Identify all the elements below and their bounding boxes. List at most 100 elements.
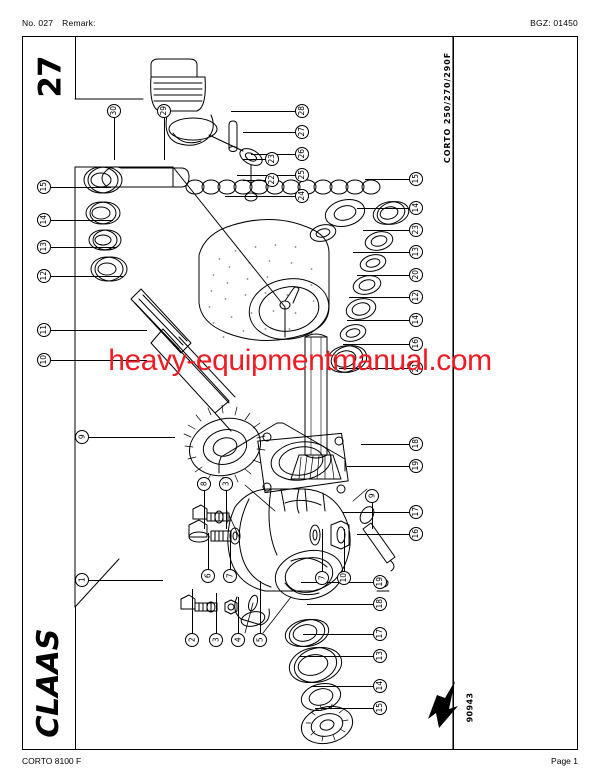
callout-leader-line bbox=[51, 220, 113, 221]
sheet-rule-bottom bbox=[75, 607, 76, 749]
callout-bubble: 11 bbox=[37, 323, 51, 337]
callout-leader-line bbox=[347, 466, 409, 467]
callout-bubble: 30 bbox=[107, 104, 121, 118]
callout-bubble: 15 bbox=[409, 172, 423, 186]
callout-leader-line bbox=[315, 708, 373, 709]
callout-bubble: 16 bbox=[409, 527, 423, 541]
callout-leader-line bbox=[357, 208, 409, 209]
callout-leader-line bbox=[322, 529, 323, 571]
direction-arrow-icon bbox=[428, 681, 458, 728]
callout-number: 17 bbox=[411, 507, 421, 517]
callout-number: 9 bbox=[367, 493, 377, 499]
callout-bubble: 10 bbox=[37, 353, 51, 367]
callout-number: 1 bbox=[77, 577, 87, 583]
callout-bubble: 2 bbox=[185, 633, 199, 647]
callout-leader-line bbox=[230, 533, 231, 569]
callout-leader-line bbox=[243, 132, 295, 133]
callout-bubble: 5 bbox=[253, 633, 267, 647]
callout-number: 10 bbox=[339, 573, 349, 583]
callout-leader-line bbox=[238, 597, 239, 633]
callout-leader-line bbox=[51, 330, 147, 331]
callout-number: 23 bbox=[267, 154, 277, 164]
page-footer: CORTO 8100 F Page 1 bbox=[0, 756, 600, 772]
callout-leader-line bbox=[208, 533, 209, 569]
callout-leader-line bbox=[357, 275, 409, 276]
callout-bubble: 14 bbox=[409, 201, 423, 215]
drawing-no-label: No. 027 bbox=[22, 18, 54, 28]
callout-leader-line bbox=[372, 503, 373, 529]
callout-number: 6 bbox=[203, 573, 213, 579]
callout-number: 25 bbox=[297, 170, 307, 180]
callout-leader-line bbox=[339, 368, 409, 369]
callout-leader-line bbox=[357, 534, 409, 535]
callout-number: 5 bbox=[255, 637, 265, 643]
callout-leader-line bbox=[307, 604, 373, 605]
callout-number: 13 bbox=[39, 242, 49, 252]
callout-number: 19 bbox=[375, 577, 385, 587]
callout-bubble: 7 bbox=[223, 569, 237, 583]
callout-number: 30 bbox=[109, 106, 119, 116]
callout-leader-line bbox=[89, 580, 163, 581]
footer-machine-label: CORTO 8100 F bbox=[22, 756, 82, 766]
callout-number: 24 bbox=[297, 191, 307, 201]
callout-leader-line bbox=[343, 512, 409, 513]
callout-bubble: 20 bbox=[409, 268, 423, 282]
callout-leader-line bbox=[243, 159, 265, 160]
callout-number: 15 bbox=[411, 174, 421, 184]
callout-bubble: 18 bbox=[409, 437, 423, 451]
callout-bubble: 13 bbox=[37, 240, 51, 254]
remark-label: Remark: bbox=[62, 18, 96, 28]
callout-leader-line bbox=[89, 437, 175, 438]
callout-number: 12 bbox=[39, 271, 49, 281]
callout-bubble: 3 bbox=[209, 633, 223, 647]
callout-leader-line bbox=[303, 634, 373, 635]
callout-number: 11 bbox=[39, 325, 49, 335]
callout-leader-line bbox=[216, 593, 217, 633]
callout-bubble: 15 bbox=[37, 180, 51, 194]
callout-bubble: 17 bbox=[409, 505, 423, 519]
callout-bubble: 13 bbox=[409, 245, 423, 259]
callout-leader-line bbox=[226, 491, 227, 529]
callout-number: 7 bbox=[317, 575, 327, 581]
callout-bubble: 24 bbox=[295, 189, 309, 203]
callout-leader-line bbox=[51, 360, 147, 361]
callout-number: 21 bbox=[411, 363, 421, 373]
callout-number: 10 bbox=[39, 355, 49, 365]
callout-leader-line bbox=[361, 444, 409, 445]
callout-number: 7 bbox=[225, 573, 235, 579]
callout-leader-line bbox=[353, 252, 409, 253]
callout-leader-line bbox=[299, 656, 373, 657]
callout-bubble: 23 bbox=[265, 152, 279, 166]
callout-bubble: 28 bbox=[295, 104, 309, 118]
callout-number: 28 bbox=[297, 106, 307, 116]
callout-number: 14 bbox=[39, 215, 49, 225]
callout-number: 14 bbox=[411, 203, 421, 213]
callout-number: 15 bbox=[39, 182, 49, 192]
callout-bubble: 14 bbox=[37, 213, 51, 227]
callout-leader-line bbox=[51, 276, 123, 277]
callout-number: 9 bbox=[77, 434, 87, 440]
callout-bubble: 9 bbox=[75, 430, 89, 444]
callout-bubble: 12 bbox=[409, 290, 423, 304]
callout-bubble: 13 bbox=[373, 649, 387, 663]
callout-number: 14 bbox=[375, 681, 385, 691]
drawing-sheet: 27 CORTO 250/270/290F 90943 CLAAS bbox=[22, 36, 578, 750]
callout-number: 13 bbox=[411, 247, 421, 257]
callout-bubble: 6 bbox=[201, 569, 215, 583]
callout-number: 8 bbox=[199, 481, 209, 487]
callout-number: 16 bbox=[411, 339, 421, 349]
callout-leader-line bbox=[344, 529, 345, 571]
callout-bubble: 19 bbox=[373, 575, 387, 589]
callout-bubble: 23 bbox=[409, 223, 423, 237]
callout-leader-line bbox=[260, 581, 261, 633]
callout-leader-line bbox=[243, 180, 265, 181]
callout-leader-line bbox=[204, 491, 205, 529]
callout-bubble: 26 bbox=[295, 147, 309, 161]
callout-bubble: 10 bbox=[337, 571, 351, 585]
callout-bubble: 16 bbox=[409, 337, 423, 351]
callout-bubble: 19 bbox=[409, 459, 423, 473]
callout-bubble: 7 bbox=[315, 571, 329, 585]
footer-page-label: Page 1 bbox=[551, 756, 578, 766]
callout-leader-line bbox=[114, 118, 115, 160]
